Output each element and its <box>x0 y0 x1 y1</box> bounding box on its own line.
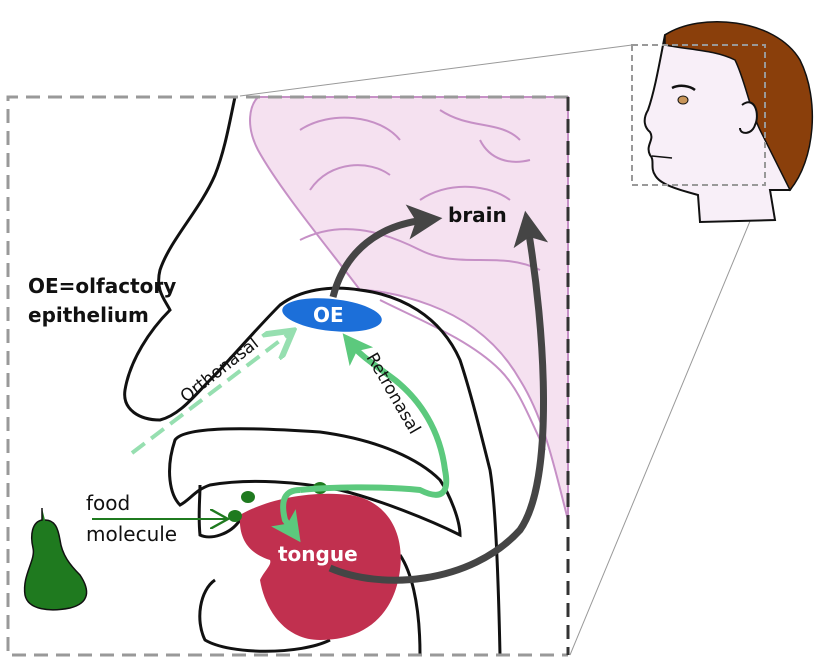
hair <box>664 20 814 192</box>
zoom-line-top <box>239 44 633 97</box>
oe-label: OE <box>313 303 344 327</box>
food-label-line2: molecule <box>86 522 177 546</box>
brain-label: brain <box>448 203 507 227</box>
legend-line1: OE=olfactory <box>28 274 176 298</box>
food-label-line1: food <box>86 491 130 515</box>
oe-to-brain-arrow <box>329 204 443 298</box>
eyebrow <box>671 84 696 92</box>
olfactory-epithelium <box>282 298 382 332</box>
palate-outline <box>168 427 462 538</box>
orthonasal-label: Orthonasal <box>177 334 263 407</box>
zoom-frame <box>6 95 568 657</box>
zoom-line-bottom <box>569 184 766 656</box>
retronasal-to-tongue-arrow <box>271 487 301 543</box>
retronasal-label: Retronasal <box>362 350 425 438</box>
head-profile-outline <box>123 96 502 656</box>
retronasal-arrow <box>299 333 450 498</box>
legend-line2: epithelium <box>28 303 149 327</box>
mouth <box>651 155 673 159</box>
tongue <box>239 493 401 640</box>
orthonasal-arrow <box>130 333 290 455</box>
head-zoom-box <box>631 44 766 186</box>
brain-folds <box>299 109 546 451</box>
ear <box>739 101 758 134</box>
pear-icon <box>23 508 88 611</box>
eye <box>677 95 689 105</box>
head-illustration <box>631 20 814 224</box>
tongue-to-brain-arrow <box>328 210 549 584</box>
tongue-label: tongue <box>278 542 358 566</box>
lower-jaw-outline <box>197 484 422 656</box>
